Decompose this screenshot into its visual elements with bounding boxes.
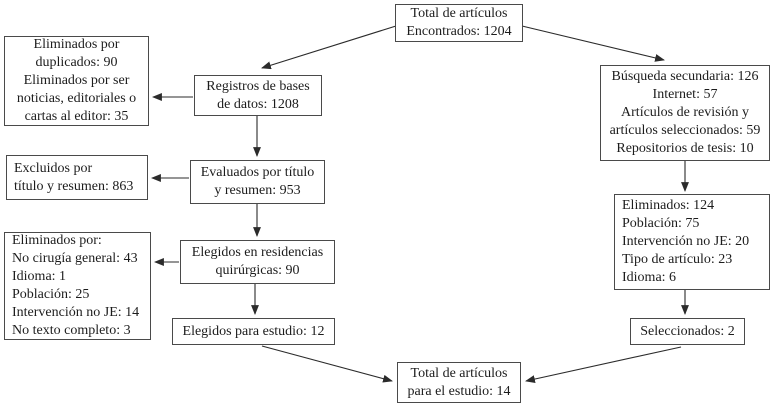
box-total-estudio: Total de artículos para el estudio: 14 [397, 362, 521, 403]
box-registros-bases: Registros de bases de datos: 1208 [194, 75, 322, 116]
box-elegidos-estudio: Elegidos para estudio: 12 [172, 318, 335, 345]
box-eliminados-124-text: Eliminados: 124 Población: 75 Intervenci… [622, 198, 750, 285]
box-busqueda-secundaria-text: Búsqueda secundaria: 126 Internet: 57 Ar… [609, 69, 761, 156]
box-total-encontrados-text: Total de artículos Encontrados: 1204 [406, 6, 512, 39]
box-elegidos-estudio-text: Elegidos para estudio: 12 [182, 323, 325, 339]
arrow-seleccionados-to-totalestudio [525, 346, 682, 383]
box-registros-bases-text: Registros de bases de datos: 1208 [206, 78, 310, 112]
box-evaluados-titulo: Evaluados por título y resumen: 953 [190, 160, 325, 204]
box-eliminados-por-text: Eliminados por: No cirugía general: 43 I… [12, 233, 140, 338]
arrow-total-to-busqueda [521, 25, 665, 62]
box-total-encontrados: Total de artículos Encontrados: 1204 [395, 4, 523, 42]
box-elegidos-residencias: Elegidos en residencias quirúrgicas: 90 [180, 240, 335, 284]
box-elegidos-residencias-text: Elegidos en residencias quirúrgicas: 90 [191, 245, 324, 278]
box-busqueda-secundaria: Búsqueda secundaria: 126 Internet: 57 Ar… [600, 65, 770, 161]
box-eliminados-duplicados: Eliminados por duplicados: 90 Eliminados… [4, 36, 149, 126]
box-seleccionados: Seleccionados: 2 [630, 318, 745, 345]
box-eliminados-duplicados-text: Eliminados por duplicados: 90 Eliminados… [16, 37, 137, 124]
box-excluidos-titulo-text: Excluidos por título y resumen: 863 [14, 160, 134, 194]
box-eliminados-124: Eliminados: 124 Población: 75 Intervenci… [614, 194, 770, 290]
box-evaluados-titulo-text: Evaluados por título y resumen: 953 [200, 165, 315, 198]
box-total-estudio-text: Total de artículos para el estudio: 14 [407, 365, 511, 399]
box-eliminados-por: Eliminados por: No cirugía general: 43 I… [4, 232, 151, 340]
arrow-total-to-registros [261, 25, 397, 70]
box-seleccionados-text: Seleccionados: 2 [640, 323, 735, 339]
arrow-elegidos-to-totalestudio [261, 345, 393, 383]
box-excluidos-titulo: Excluidos por título y resumen: 863 [6, 155, 148, 200]
